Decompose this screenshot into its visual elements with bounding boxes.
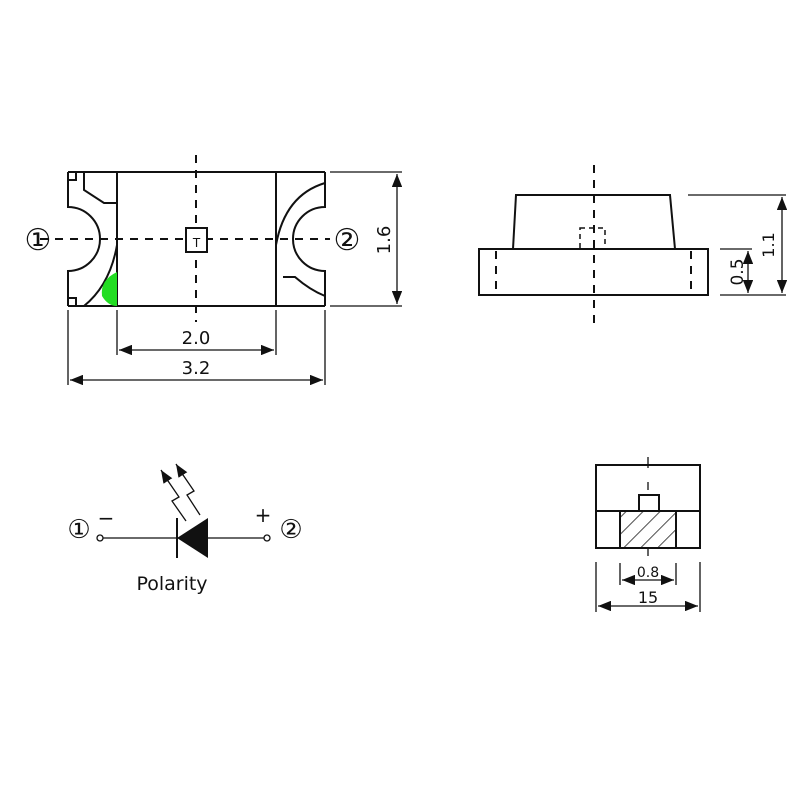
side-view: 1.1 0.5 <box>478 165 788 325</box>
dim-total-height: 1.1 <box>759 232 778 257</box>
dim-height: 1.6 <box>374 226 395 255</box>
polarity-label: Polarity <box>136 573 207 595</box>
pin1-label: ① <box>67 515 90 545</box>
polarity-symbol: ① ② − + Polarity <box>67 463 303 595</box>
minus-sign: − <box>98 506 115 530</box>
top-view: T ① ② 1.6 2.0 3.2 <box>25 155 403 386</box>
pin1-label: ① <box>25 223 52 258</box>
light-arrow-icon <box>160 469 187 522</box>
pin2-label: ② <box>279 515 302 545</box>
plus-sign: + <box>255 503 272 527</box>
right-pad <box>275 172 326 306</box>
dim-inner: 2.0 <box>182 328 211 349</box>
marker-label: T <box>192 236 201 250</box>
cathode-mark <box>101 272 117 306</box>
dim-length: 3.2 <box>182 358 211 379</box>
pad-hatched <box>619 510 677 549</box>
dim-base-height: 0.5 <box>728 258 748 285</box>
pin2-label: ② <box>334 223 361 258</box>
dim-width: 15 <box>638 588 658 607</box>
marker-box <box>185 227 208 253</box>
light-arrow-icon <box>175 463 201 516</box>
end-view: 0.8 15 <box>595 457 701 612</box>
diode-triangle <box>177 518 208 558</box>
dim-pad: 0.8 <box>637 565 659 581</box>
